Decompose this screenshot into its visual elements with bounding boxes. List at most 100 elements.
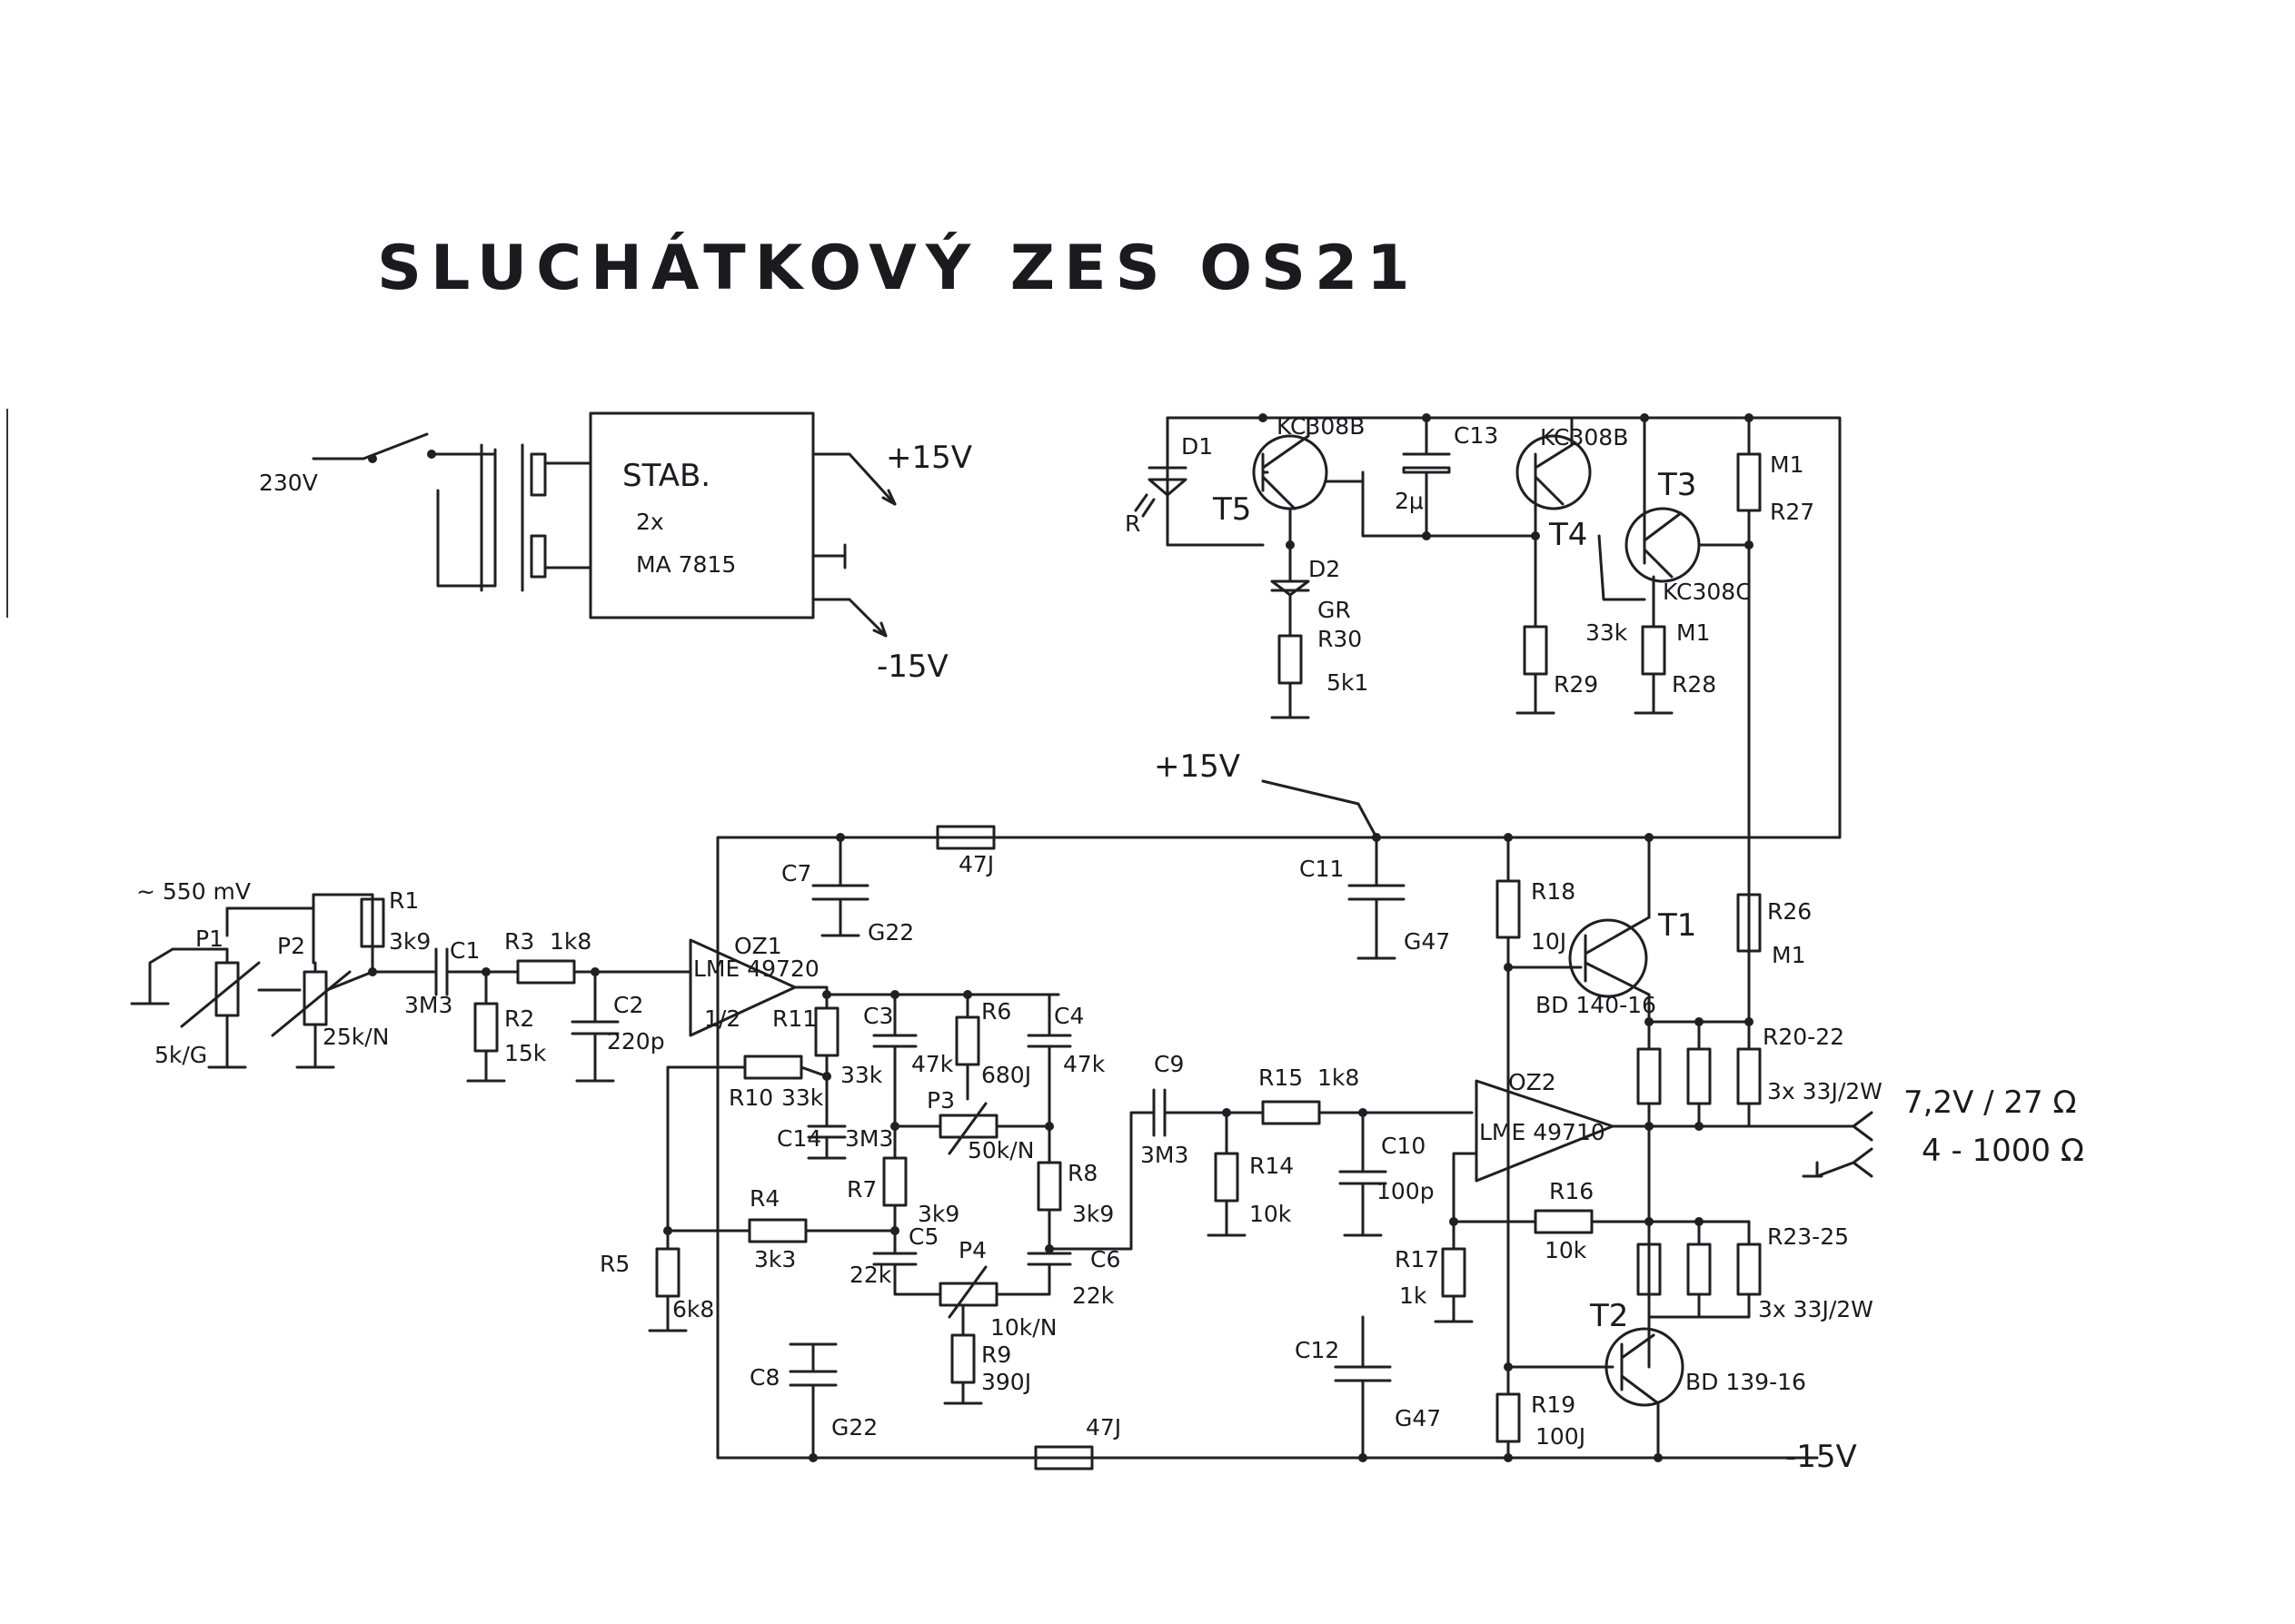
resistor-top-47j-icon xyxy=(936,825,996,850)
c14-value: 3M3 xyxy=(845,1125,893,1152)
c9-value: 3M3 xyxy=(1140,1142,1188,1168)
r2-value: 15k xyxy=(504,1040,547,1066)
t5-type: KC308B xyxy=(1277,413,1365,440)
resistor-r25-icon xyxy=(1736,1243,1762,1296)
c14-label: C14 xyxy=(777,1125,821,1152)
c13-label: C13 xyxy=(1454,422,1498,449)
oz2-label: OZ2 xyxy=(1508,1069,1556,1095)
c3-label: C3 xyxy=(863,1003,893,1029)
resistor-r17-icon xyxy=(1441,1247,1466,1298)
resistor-r28-icon xyxy=(1641,625,1666,676)
r26-value: M1 xyxy=(1772,942,1805,968)
c10-value: 100p xyxy=(1376,1178,1435,1204)
amplifier-frame: 47J 47J -15V xyxy=(716,825,1857,1475)
p3-value: 50k/N xyxy=(968,1137,1034,1164)
r6-label: R6 xyxy=(981,998,1011,1025)
r23-25-value: 3x 33J/2W xyxy=(1758,1296,1873,1322)
p2-value: 25k/N xyxy=(323,1024,389,1050)
stab-part: MA 7815 xyxy=(636,551,736,578)
c5-label: C5 xyxy=(909,1223,939,1250)
c4-label: C4 xyxy=(1054,1003,1084,1029)
r18-value: 10J xyxy=(1531,928,1566,955)
r17-value: 1k xyxy=(1399,1282,1427,1309)
oz2-part: LME 49710 xyxy=(1479,1119,1605,1145)
r10-label: R10 xyxy=(729,1084,773,1111)
r15-value: 1k8 xyxy=(1317,1065,1359,1091)
r26-label: R26 xyxy=(1767,898,1812,925)
resistor-r16-icon xyxy=(1534,1209,1594,1234)
c5-value: 22k xyxy=(849,1262,892,1288)
c10-label: C10 xyxy=(1381,1133,1426,1159)
r9-value: 390J xyxy=(981,1369,1031,1395)
resistor-r30-icon xyxy=(1277,634,1303,685)
r23-25-label: R23-25 xyxy=(1767,1223,1849,1250)
resistor-r15-icon xyxy=(1261,1100,1321,1125)
r11-label: R11 xyxy=(772,1005,817,1032)
c7-value: G22 xyxy=(868,919,914,946)
p1-value: 5k/G xyxy=(154,1042,207,1068)
neg-15v-label: -15V xyxy=(877,649,949,685)
t2-label: T2 xyxy=(1589,1298,1628,1334)
t4-label: T4 xyxy=(1548,517,1587,553)
t3-label: T3 xyxy=(1657,467,1696,503)
resistor-r2-icon xyxy=(473,1002,499,1053)
r19-label: R19 xyxy=(1531,1391,1575,1418)
c2-label: C2 xyxy=(613,992,643,1018)
resistor-r7-icon xyxy=(882,1156,908,1207)
resistor-r27-icon xyxy=(1736,452,1762,512)
schematic-title: SLUCHÁTKOVÝ ZES OS21 xyxy=(377,232,1419,304)
oz1-part: LME 49720 xyxy=(693,956,820,982)
r14-value: 10k xyxy=(1249,1201,1292,1227)
r16-label: R16 xyxy=(1549,1178,1594,1204)
resistor-r6-icon xyxy=(955,1015,980,1066)
d1-color: R xyxy=(1125,510,1140,537)
resistor-r4-icon xyxy=(748,1218,808,1243)
resistor-bot-47j-icon xyxy=(1034,1445,1094,1471)
transistor-t2-icon xyxy=(1605,1327,1684,1407)
opamp-oz2-icon xyxy=(1475,1079,1614,1183)
r19-value: 100J xyxy=(1535,1423,1585,1450)
c11-value: G47 xyxy=(1404,928,1450,955)
mains-voltage-label: 230V xyxy=(259,470,318,496)
r17-label: R17 xyxy=(1395,1246,1439,1272)
resistor-r23-icon xyxy=(1636,1243,1662,1296)
d1-label: D1 xyxy=(1181,433,1213,460)
r29-label: R29 xyxy=(1554,671,1598,698)
r28-label: R28 xyxy=(1672,671,1716,698)
c2-value: 220p xyxy=(607,1028,665,1055)
r-top-value: 47J xyxy=(959,851,994,877)
r5-label: R5 xyxy=(600,1251,630,1277)
supply-pos-15v-label: +15V xyxy=(1154,748,1240,785)
r4-value: 3k3 xyxy=(754,1246,796,1272)
input-jack-icon xyxy=(130,947,174,1005)
c1-label: C1 xyxy=(450,937,480,964)
c3-value: 47k xyxy=(911,1051,954,1077)
p3-label: P3 xyxy=(927,1087,955,1114)
resistor-r24-icon xyxy=(1686,1243,1712,1296)
r27-value: M1 xyxy=(1770,451,1803,478)
r14-label: R14 xyxy=(1249,1153,1294,1179)
t1-type: BD 140-16 xyxy=(1535,992,1656,1018)
transistor-t1-icon xyxy=(1568,918,1648,998)
c7-label: C7 xyxy=(781,860,811,886)
p4-label: P4 xyxy=(959,1237,987,1263)
r30-value: 5k1 xyxy=(1326,669,1368,696)
r9-label: R9 xyxy=(981,1342,1011,1368)
stage2-driver: C9 3M3 R14 10k R15 1k8 C10 100p OZ2 LME … xyxy=(1048,833,1883,1462)
resistor-r8-icon xyxy=(1037,1161,1062,1212)
t5-label: T5 xyxy=(1212,491,1251,528)
resistor-r10-icon xyxy=(743,1055,803,1080)
resistor-r19-icon xyxy=(1495,1392,1521,1443)
output-load-label: 4 - 1000 Ω xyxy=(1922,1133,2084,1169)
pos-15v-label: +15V xyxy=(886,440,972,476)
p2-label: P2 xyxy=(277,933,305,959)
c11-label: C11 xyxy=(1299,856,1344,882)
transformer-icon xyxy=(480,443,592,592)
resistor-r9-icon xyxy=(950,1333,976,1384)
r16-value: 10k xyxy=(1545,1237,1587,1263)
c6-label: C6 xyxy=(1090,1246,1120,1272)
r29-value: 33k xyxy=(1585,619,1628,646)
resistor-r14-icon xyxy=(1214,1152,1239,1203)
c8-label: C8 xyxy=(750,1364,780,1391)
